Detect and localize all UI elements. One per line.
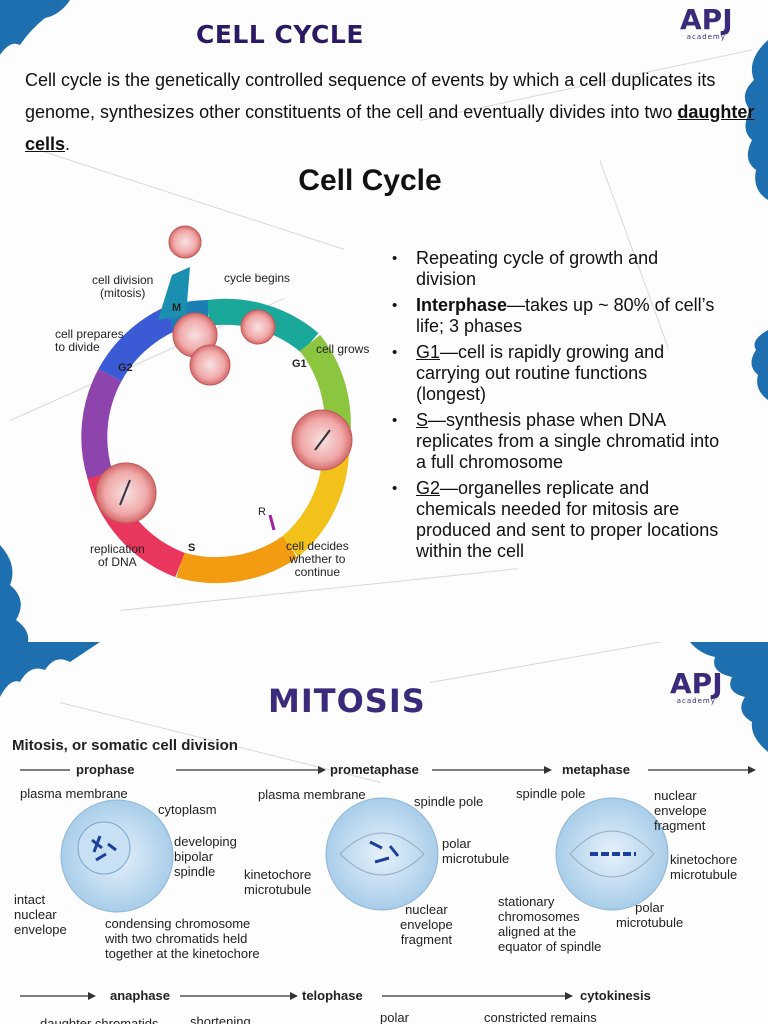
label-replication: replication of DNA — [90, 542, 145, 569]
label-developing-spindle: developing bipolar spindle — [174, 834, 237, 879]
bullet-list: Repeating cycle of growth and division I… — [392, 248, 722, 567]
bullet-item: Interphase—takes up ~ 80% of cell’s life… — [392, 295, 722, 337]
label-cell-division: cell division (mitosis) — [92, 273, 154, 300]
mitosis-heading: Mitosis, or somatic cell division — [12, 737, 238, 754]
label-stationary-chromosomes: stationary chromosomes aligned at the eq… — [498, 894, 602, 954]
label-row2-b: shortening — [190, 1014, 251, 1024]
blue-splash-decoration — [0, 0, 70, 55]
phase-g2-label: G2 — [118, 362, 133, 374]
label-kinetochore-microtubule-2: kinetochore microtubule — [670, 852, 738, 882]
label-cycle-begins: cycle begins — [224, 271, 291, 285]
bullet-item: G1—cell is rapidly growing and carrying … — [392, 342, 722, 405]
label-row2-c: polar — [380, 1010, 409, 1024]
bullet-item: Repeating cycle of growth and division — [392, 248, 722, 290]
phase-anaphase: anaphase — [110, 988, 170, 1003]
label-plasma-membrane-1: plasma membrane — [20, 786, 128, 801]
phase-prometaphase: prometaphase — [330, 762, 419, 777]
label-row2-d: constricted remains — [484, 1010, 597, 1024]
cell-icon — [168, 225, 202, 259]
label-row2-a: daughter chromatids — [40, 1016, 159, 1024]
blue-splash-decoration — [744, 40, 768, 200]
label-cytoplasm: cytoplasm — [158, 802, 217, 817]
phase-r-label: R — [258, 506, 266, 518]
phase-s-label: S — [188, 542, 195, 554]
intro-paragraph: Cell cycle is the genetically controlled… — [25, 70, 755, 154]
label-envelope-fragment-2: nuclear envelope fragment — [654, 788, 707, 833]
page-title: CELL CYCLE — [196, 20, 364, 49]
phase-prophase: prophase — [76, 762, 135, 777]
phase-g1-label: G1 — [292, 358, 307, 370]
slide-cell-cycle: CELL CYCLE APJ academy Cell cycle is the… — [0, 0, 768, 642]
apj-logo: APJ academy — [670, 667, 723, 705]
label-kinetochore-microtubule-1: kinetochore microtubule — [244, 867, 312, 897]
label-cell-prepares: cell prepares to divide — [55, 327, 124, 354]
label-spindle-pole-2: spindle pole — [516, 786, 586, 801]
blue-splash-decoration — [690, 642, 768, 752]
label-envelope-fragment-1: nuclear envelope fragment — [400, 902, 453, 947]
cell-icon — [240, 309, 276, 345]
cell-cycle-diagram: M G1 G2 S R — [81, 225, 353, 584]
bullet-item: G2—organelles replicate and chemicals ne… — [392, 478, 722, 562]
label-cell-decides: cell decides whether to continue — [286, 539, 349, 579]
slide-mitosis: MITOSIS APJ academy Mitosis, or somatic … — [0, 642, 768, 1024]
phase-arrows-row2 — [20, 992, 573, 1000]
label-spindle-pole-1: spindle pole — [414, 794, 484, 809]
phase-arrows-row1 — [20, 766, 756, 774]
label-condensing-chromosome: condensing chromosome with two chromatid… — [105, 916, 260, 961]
mitosis-wedge — [158, 267, 190, 320]
label-intact-envelope: intact nuclear envelope — [14, 892, 67, 937]
blue-splash-decoration — [0, 642, 100, 697]
cell-icon — [95, 462, 157, 524]
label-plasma-membrane-2: plasma membrane — [258, 787, 366, 802]
blue-splash-decoration — [0, 545, 29, 642]
phase-cytokinesis: cytokinesis — [580, 988, 651, 1003]
label-polar-microtubule-1: polar microtubule — [442, 836, 510, 866]
cell-prometaphase — [325, 797, 439, 911]
phase-m-label: M — [172, 302, 181, 314]
mitosis-cells — [60, 797, 669, 913]
apj-logo: APJ academy — [680, 3, 733, 41]
phase-telophase: telophase — [302, 988, 363, 1003]
blue-splash-decoration — [751, 330, 768, 400]
mitosis-title: MITOSIS — [268, 682, 426, 720]
label-cell-grows: cell grows — [316, 342, 370, 356]
bullet-item: S—synthesis phase when DNA replicates fr… — [392, 410, 722, 473]
figure-title: Cell Cycle — [298, 164, 442, 197]
cell-icon — [189, 344, 231, 386]
phase-metaphase: metaphase — [562, 762, 630, 777]
label-polar-microtubule-2: polar microtubule — [616, 900, 684, 930]
